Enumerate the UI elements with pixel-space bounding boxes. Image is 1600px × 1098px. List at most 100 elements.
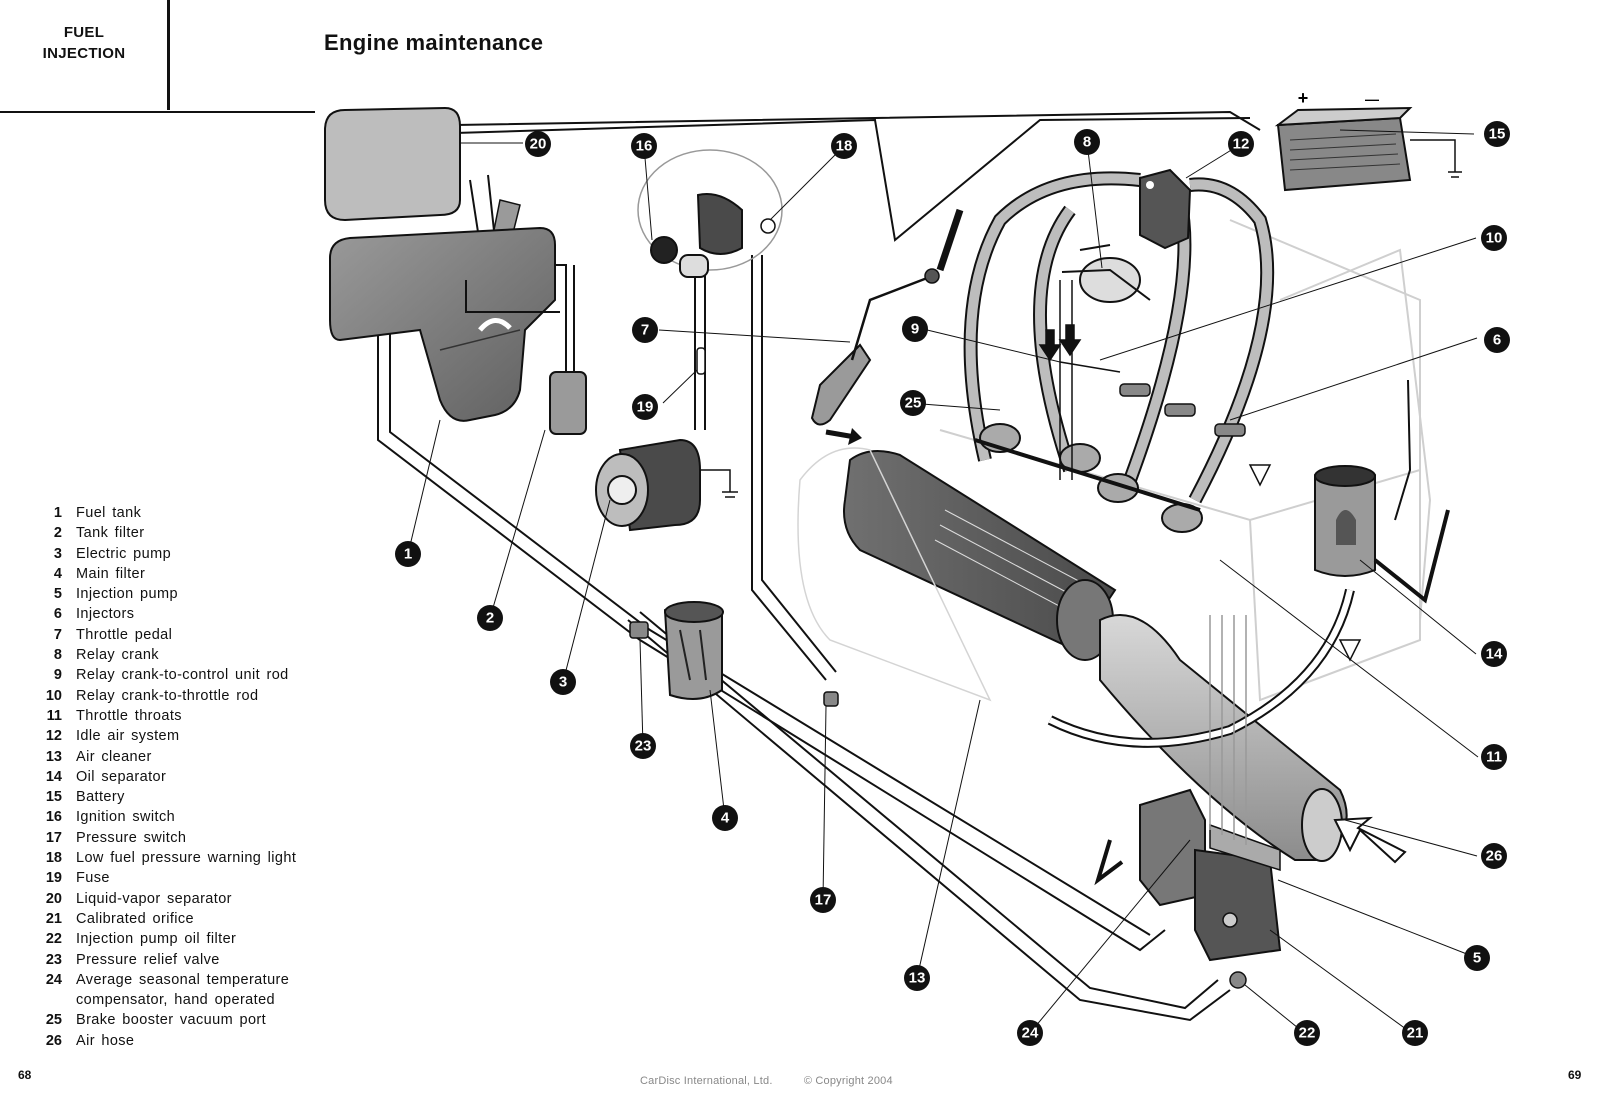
svg-text:4: 4: [721, 810, 730, 827]
injectors: [1119, 383, 1246, 437]
section-label-line2: INJECTION: [42, 45, 126, 62]
legend-number: 9: [53, 667, 62, 684]
page-title: Engine maintenance: [324, 30, 544, 55]
battery: + —: [1274, 88, 1462, 192]
callout-1: 1: [395, 541, 421, 567]
legend-number: 17: [45, 829, 62, 846]
callout-17: 17: [810, 887, 836, 913]
fuse: [696, 347, 706, 375]
legend-row: 15 Battery: [36, 787, 346, 807]
callout-7: 7: [632, 317, 658, 343]
fuel-lines: [377, 110, 1261, 1022]
svg-text:18: 18: [836, 138, 853, 155]
svg-text:17: 17: [815, 892, 832, 909]
callout-19: 19: [632, 394, 658, 420]
legend-label: Air cleaner: [76, 748, 152, 765]
electric-pump: [595, 438, 738, 532]
footer-copyright: © Copyright 2004: [803, 1075, 893, 1087]
flow-arrows: [1038, 324, 1362, 662]
legend-label: Injection pump oil filter: [76, 931, 237, 948]
svg-text:10: 10: [1486, 230, 1503, 247]
legend-label: Fuse: [76, 870, 110, 887]
legend-number: 19: [45, 870, 62, 887]
throttle-throats: [963, 171, 1275, 533]
air-cleaner: [797, 447, 1117, 702]
svg-text:20: 20: [530, 136, 547, 153]
legend-number: 24: [45, 971, 62, 988]
callout-9: 9: [902, 316, 928, 342]
callout-20: 20: [525, 131, 551, 157]
svg-text:8: 8: [1083, 134, 1091, 151]
callout-12: 12: [1228, 131, 1254, 157]
legend-row: 18 Low fuel pressure warning light: [36, 848, 346, 868]
svg-text:13: 13: [909, 970, 926, 987]
svg-text:24: 24: [1022, 1025, 1039, 1042]
svg-text:2: 2: [486, 610, 494, 627]
callout-16: 16: [631, 133, 657, 159]
legend-number: 7: [53, 626, 62, 643]
callout-24: 24: [1017, 1020, 1043, 1046]
callout-10: 10: [1481, 225, 1507, 251]
callout-23: 23: [630, 733, 656, 759]
legend-number: 11: [46, 707, 62, 724]
callout-3: 3: [550, 669, 576, 695]
callout-leaders: [407, 129, 1479, 1034]
legend-label: Calibrated orifice: [76, 910, 194, 927]
callout-13: 13: [904, 965, 930, 991]
legend-number: 20: [45, 890, 62, 907]
callout-22: 22: [1294, 1020, 1320, 1046]
page-number-right: 69: [1568, 1068, 1582, 1082]
legend-label: Throttle throats: [76, 707, 182, 724]
pressure-switch: [823, 691, 839, 707]
svg-text:3: 3: [559, 674, 567, 691]
legend-number: 23: [45, 951, 62, 968]
legend-number: 8: [53, 647, 62, 664]
callout-11: 11: [1481, 744, 1507, 770]
svg-text:15: 15: [1489, 126, 1506, 143]
callout-markers: 1 2 3 4 5 6 7 8 9 10 11 12 13 14 15 16 1…: [395, 121, 1510, 1046]
callout-2: 2: [477, 605, 503, 631]
callout-8: 8: [1074, 129, 1100, 155]
callout-4: 4: [712, 805, 738, 831]
callout-18: 18: [831, 133, 857, 159]
legend-number: 18: [45, 850, 62, 867]
legend-label: Battery: [76, 789, 125, 806]
svg-text:21: 21: [1407, 1025, 1424, 1042]
legend-label: Relay crank-to-throttle rod: [76, 687, 259, 704]
legend-label: Idle air system: [76, 728, 180, 745]
legend-number: 15: [45, 789, 62, 806]
svg-text:14: 14: [1486, 646, 1503, 663]
injection-pump: [1094, 615, 1282, 989]
legend-label: Low fuel pressure warning light: [76, 850, 297, 867]
relay-rods: [1059, 280, 1121, 480]
legend-number: 1: [53, 505, 62, 521]
svg-text:25: 25: [905, 395, 922, 412]
legend-label: Brake booster vacuum port: [76, 1012, 267, 1029]
air-hose: [1099, 614, 1407, 864]
legend-number: 5: [53, 586, 62, 603]
svg-text:23: 23: [635, 738, 652, 755]
section-header-box: FUEL INJECTION: [0, 0, 170, 110]
svg-text:12: 12: [1233, 136, 1250, 153]
ignition-switch-group: [637, 149, 783, 278]
svg-text:9: 9: [911, 321, 919, 338]
legend-label: Pressure relief valve: [76, 951, 220, 968]
legend-label: Relay crank: [76, 647, 159, 664]
legend-label: Throttle pedal: [76, 626, 173, 643]
liquid-vapor-separator: [324, 106, 521, 246]
callout-25: 25: [900, 390, 926, 416]
fuel-tank: [329, 226, 556, 422]
legend-number: 14: [45, 768, 62, 785]
legend-row: 7 Throttle pedal: [36, 625, 346, 645]
